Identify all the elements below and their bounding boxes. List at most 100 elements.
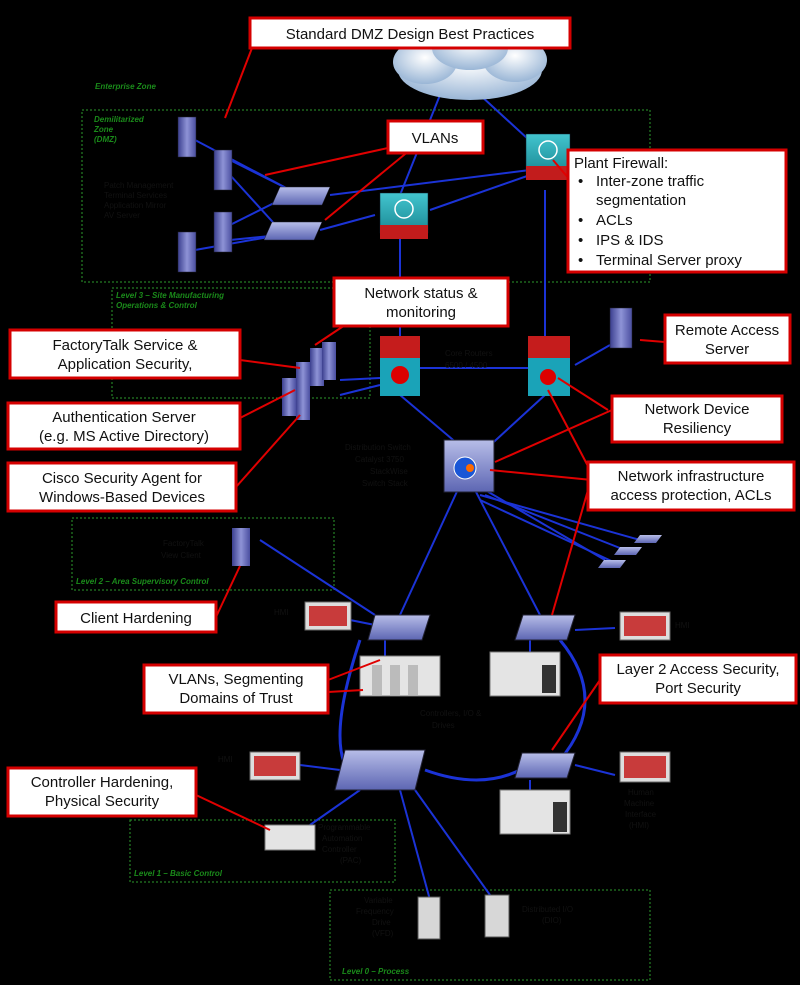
svg-text:Frequency: Frequency — [356, 907, 394, 916]
callout-network-status: Network status & monitoring — [332, 276, 510, 328]
svg-text:Zone: Zone — [93, 125, 114, 134]
dmz-switch-icons — [263, 186, 331, 241]
callout-authentication-server: Authentication Server (e.g. MS Active Di… — [6, 401, 242, 451]
core-router-left-icon — [380, 336, 420, 396]
hmi-icon — [619, 751, 671, 783]
svg-text:6500 / 4500: 6500 / 4500 — [445, 361, 488, 370]
svg-text:Windows-Based Devices: Windows-Based Devices — [39, 489, 205, 506]
callout-infrastructure-protection: Network infrastructure access protection… — [586, 460, 796, 512]
level0-zone-label: Level 0 – Process — [342, 967, 410, 976]
distribution-switch-icon — [443, 439, 495, 493]
svg-text:Level 3 – Site Manufacturing: Level 3 – Site Manufacturing — [116, 291, 224, 300]
dmz-server-labels: Patch Management Terminal Services Appli… — [104, 181, 174, 220]
svg-text:AV Server: AV Server — [104, 211, 140, 220]
callout-factorytalk: FactoryTalk Service & Application Securi… — [8, 328, 242, 380]
svg-text:Client Hardening: Client Hardening — [80, 610, 192, 627]
svg-text:•: • — [578, 173, 583, 190]
svg-text:Application Mirror: Application Mirror — [104, 201, 167, 210]
svg-text:Inter-zone traffic: Inter-zone traffic — [596, 173, 705, 190]
callout-vlans-segmenting: VLANs, Segmenting Domains of Trust — [142, 663, 330, 715]
callout-client-hardening: Client Hardening — [54, 600, 218, 634]
callout-layer2-security: Layer 2 Access Security, Port Security — [598, 653, 798, 705]
plant-firewall-icon — [525, 133, 571, 180]
svg-text:Network infrastructure: Network infrastructure — [618, 468, 765, 485]
controllers-label: Controllers, I/O & Drives — [420, 709, 482, 730]
callout-pointers — [195, 47, 666, 831]
callout-cisco-security-agent: Cisco Security Agent for Windows-Based D… — [6, 461, 238, 513]
level1-zone-boundary — [129, 819, 396, 883]
distribution-switch-label: Distribution Switch Catalyst 3750 StackW… — [345, 443, 411, 488]
svg-text:Human: Human — [628, 788, 654, 797]
svg-text:•: • — [578, 212, 583, 229]
callout-controller-hardening: Controller Hardening, Physical Security — [6, 766, 198, 818]
factorytalk-view-client-label: FactoryTalk View Client — [161, 539, 205, 560]
svg-text:access protection, ACLs: access protection, ACLs — [611, 487, 772, 504]
svg-text:Controller: Controller — [322, 845, 357, 854]
svg-text:Network Device: Network Device — [644, 401, 749, 418]
svg-text:Server: Server — [705, 341, 749, 358]
svg-text:Demilitarized: Demilitarized — [94, 115, 145, 124]
level3-zone-label: Level 3 – Site Manufacturing Operations … — [116, 291, 224, 310]
svg-text:Automation: Automation — [322, 834, 362, 843]
hmi-label: HMI — [218, 755, 233, 764]
svg-text:Operations & Control: Operations & Control — [116, 301, 198, 310]
hmi-full-label: Human Machine Interface (HMI) — [624, 788, 657, 830]
vfd-icon — [417, 896, 441, 940]
svg-text:Terminal Services: Terminal Services — [104, 191, 167, 200]
hmi-icon — [304, 601, 352, 631]
callout-vlans: VLANs — [386, 119, 485, 155]
level3-server-icons — [282, 342, 336, 420]
level1-zone-label: Level 1 – Basic Control — [134, 869, 223, 878]
svg-text:FactoryTalk: FactoryTalk — [163, 539, 205, 548]
hmi-icon — [619, 611, 671, 641]
level1-switch-icon — [334, 749, 426, 791]
svg-text:VLANs, Segmenting: VLANs, Segmenting — [168, 671, 303, 688]
svg-text:Interface: Interface — [625, 810, 657, 819]
svg-text:Cisco Security Agent for: Cisco Security Agent for — [42, 470, 202, 487]
svg-text:Standard DMZ Design Best Pract: Standard DMZ Design Best Practices — [286, 26, 534, 43]
svg-text:(e.g. MS Active Directory): (e.g. MS Active Directory) — [39, 428, 209, 445]
svg-text:Plant Firewall:: Plant Firewall: — [574, 155, 668, 172]
access-switch-cluster-icons — [598, 535, 662, 568]
svg-text:(DMZ): (DMZ) — [94, 135, 117, 144]
level2-zone-boundary — [71, 517, 335, 591]
vfd-label: Variable Frequency Drive (VFD) — [356, 896, 394, 938]
hmi-icon — [249, 751, 301, 781]
core-router-label: Core Routers 6500 / 4500 — [445, 349, 493, 370]
remote-access-server-icon — [609, 307, 633, 349]
svg-text:Catalyst 3750: Catalyst 3750 — [355, 455, 404, 464]
svg-text:Drive: Drive — [372, 918, 391, 927]
svg-text:Port Security: Port Security — [655, 680, 741, 697]
svg-text:Enterprise Zone: Enterprise Zone — [95, 82, 156, 91]
svg-text:ACLs: ACLs — [596, 212, 633, 229]
hmi-label: HMI — [274, 608, 289, 617]
svg-text:IPS & IDS: IPS & IDS — [596, 232, 664, 249]
svg-text:Remote Access: Remote Access — [675, 322, 779, 339]
dio-icon — [484, 894, 510, 938]
svg-text:Core Routers: Core Routers — [445, 349, 493, 358]
controller-rack-icons — [359, 651, 571, 835]
access-switch-icon — [514, 614, 576, 641]
hmi-label: HMI — [675, 621, 690, 630]
dio-label: Distributed I/O (DIO) — [522, 905, 573, 925]
network-links — [194, 94, 641, 901]
svg-text:(PAC): (PAC) — [340, 856, 362, 865]
svg-text:•: • — [578, 252, 583, 269]
access-switch-icon — [367, 614, 431, 641]
dmz-zone-label: Demilitarized Zone (DMZ) — [93, 115, 145, 144]
svg-text:Controllers, I/O &: Controllers, I/O & — [420, 709, 482, 718]
svg-text:Drives: Drives — [432, 721, 455, 730]
svg-text:Variable: Variable — [364, 896, 393, 905]
svg-text:Machine: Machine — [624, 799, 655, 808]
dmz-server-icons — [177, 116, 233, 273]
callout-remote-access: Remote Access Server — [663, 313, 792, 365]
svg-text:Controller Hardening,: Controller Hardening, — [31, 774, 174, 791]
svg-text:Application Security,: Application Security, — [58, 356, 193, 373]
svg-text:Domains of Trust: Domains of Trust — [179, 690, 293, 707]
svg-text:Network status &: Network status & — [364, 285, 477, 302]
pac-icon — [264, 824, 316, 851]
enterprise-zone-label: Enterprise Zone — [95, 82, 156, 91]
access-switch-icon — [514, 752, 576, 779]
svg-text:(VFD): (VFD) — [372, 929, 394, 938]
